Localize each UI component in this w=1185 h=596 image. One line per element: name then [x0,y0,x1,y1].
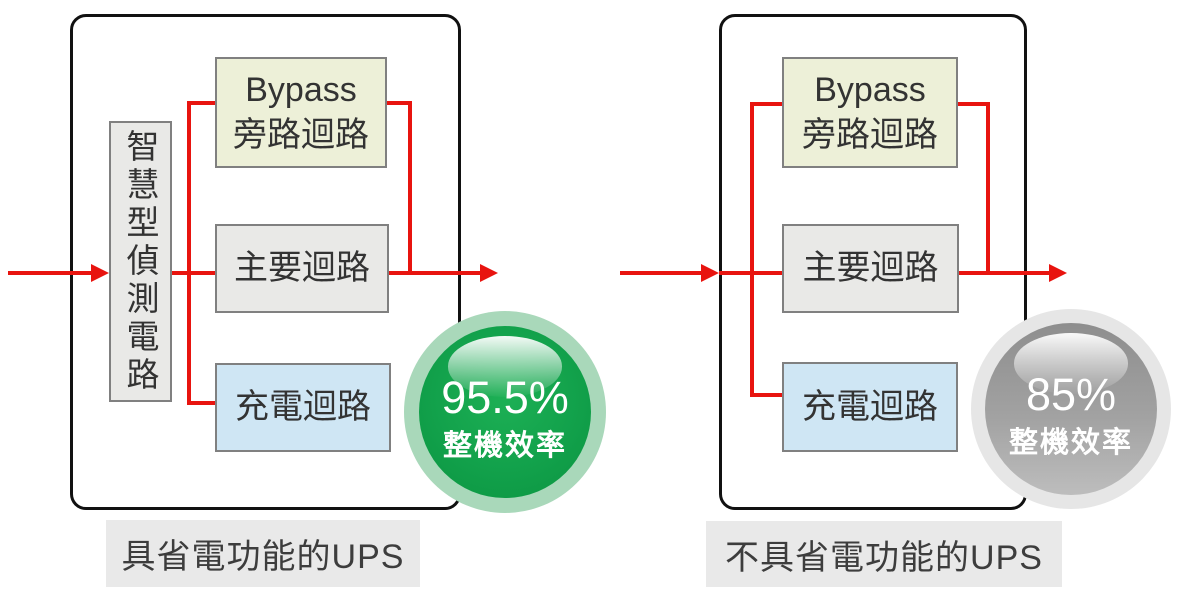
ups-enclosure-left [70,14,461,510]
output-line [958,271,1049,275]
bypass-down-line [408,101,412,275]
detector-box: 智慧型偵測電路 [109,121,172,402]
bypass-label-zh: 旁路迴路 [802,115,938,154]
efficiency-value: 85% [1025,369,1117,421]
efficiency-badge-gray: 85% 整機效率 [971,309,1171,509]
output-arrowhead-icon [480,264,498,282]
branch-vertical-line [187,101,191,405]
diagram-caption-right: 不具省電功能的UPS [706,521,1062,587]
input-arrowhead-icon [701,264,719,282]
main-circuit-box: 主要迴路 [782,224,959,313]
charge-in-line [189,401,215,405]
detector-to-main-line [172,271,215,275]
charge-circuit-box: 充電迴路 [215,363,391,452]
charge-circuit-box: 充電迴路 [782,362,958,452]
efficiency-caption: 整機效率 [442,429,567,462]
input-arrowhead-icon [91,264,109,282]
badge-gloss-highlight [448,336,562,397]
efficiency-caption: 整機效率 [1008,426,1133,459]
efficiency-badge-green: 95.5% 整機效率 [404,311,606,513]
output-line [389,271,481,275]
bypass-label-en: Bypass [245,71,357,110]
main-circuit-box: 主要迴路 [215,224,389,313]
bypass-label-en: Bypass [814,71,926,110]
bypass-down-line [986,102,990,275]
ups-enclosure-right [719,14,1027,510]
bypass-label-zh: 旁路迴路 [233,115,369,154]
bypass-out-line [387,101,412,105]
input-line [8,271,91,275]
output-arrowhead-icon [1049,264,1067,282]
badge-circle: 95.5% 整機效率 [419,326,591,498]
bypass-box: Bypass 旁路迴路 [215,57,387,168]
bypass-out-line [958,102,990,106]
bypass-box: Bypass 旁路迴路 [782,57,958,168]
branch-vertical-line [750,102,754,397]
bypass-in-line [752,102,782,106]
charge-in-line [752,393,782,397]
diagram-caption-left: 具省電功能的UPS [106,520,420,587]
bypass-in-line [189,101,215,105]
efficiency-value: 95.5% [441,372,569,424]
badge-circle: 85% 整機效率 [985,323,1157,495]
badge-gloss-highlight [1014,333,1128,394]
input-line [620,271,703,275]
